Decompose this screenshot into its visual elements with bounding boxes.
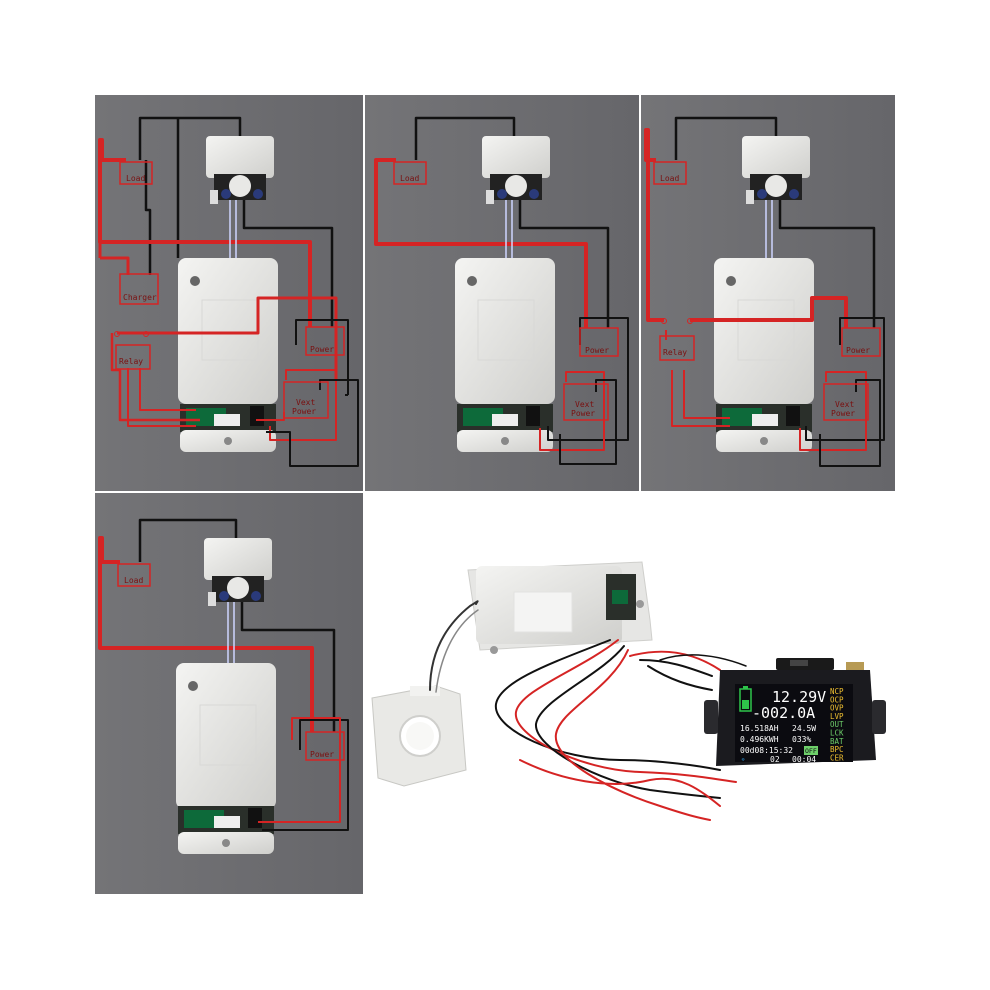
svg-text:Power: Power [571, 409, 595, 418]
wires [374, 116, 629, 465]
battery-icon [739, 686, 752, 712]
current-sensor [742, 136, 810, 204]
panel-2: Load Power Vext Power [365, 95, 639, 491]
svg-text:Power: Power [292, 407, 316, 416]
status-flag-lvp: LVP [830, 712, 844, 721]
panel-1: Load Charger Relay Power Vext Power [95, 95, 363, 491]
status-flag-cer: CER [830, 753, 844, 762]
wires [98, 518, 349, 831]
voltage-readout: 12.29V [772, 688, 826, 706]
off-badge [804, 746, 818, 755]
svg-text:Relay: Relay [119, 357, 143, 366]
svg-text:Load: Load [124, 576, 143, 585]
power-label: Power [841, 327, 881, 357]
svg-text:Power: Power [846, 346, 870, 355]
current-sensor [206, 136, 274, 204]
power-label: Power [305, 326, 345, 356]
current-sensor [482, 136, 550, 204]
relay-label: Relay [114, 331, 151, 370]
percent-readout: 033% [792, 735, 811, 744]
load-label: Load [393, 161, 427, 185]
wires [98, 116, 359, 467]
time-readout: 00d08:15:32 [740, 746, 793, 755]
status-flag-ncp: NCP [830, 687, 844, 696]
status-flag-out: OUT [830, 720, 844, 729]
control-box [455, 258, 555, 452]
dc-meter: 12.29V -002.0A 16.518AH 24.5W 0.496KWH 0… [704, 658, 886, 766]
control-box [178, 258, 278, 452]
control-box [176, 663, 276, 854]
load-label: Load [117, 563, 151, 587]
product-photo: 12.29V -002.0A 16.518AH 24.5W 0.496KWH 0… [365, 493, 895, 894]
vext-power-label: Vext Power [563, 383, 609, 421]
load-label: Load [119, 161, 153, 185]
current-sensor [371, 685, 467, 787]
counter-time-readout: 00:04 [792, 755, 816, 764]
svg-text:Power: Power [585, 346, 609, 355]
load-label: Load [653, 161, 687, 185]
status-flag-ocp: OCP [830, 695, 844, 704]
panel-4: Load Power [95, 493, 363, 894]
svg-text:Power: Power [310, 345, 334, 354]
status-flag-bpc: BPC [830, 745, 844, 754]
energy-readout: 0.496KWH [740, 735, 779, 744]
status-flag-lck: LCK [830, 729, 844, 738]
svg-text:Vext: Vext [575, 400, 594, 409]
svg-text:Load: Load [660, 174, 679, 183]
off-badge-label: OFF [805, 747, 817, 755]
current-readout: -002.0A [752, 704, 815, 722]
control-box [714, 258, 814, 452]
svg-text:Charger: Charger [123, 293, 157, 302]
charger-label: Charger [119, 273, 159, 305]
svg-text:Relay: Relay [663, 348, 687, 357]
svg-text:Vext: Vext [835, 400, 854, 409]
power-label: Power [579, 327, 619, 357]
svg-text:Load: Load [400, 174, 419, 183]
svg-text:Power: Power [831, 409, 855, 418]
power-readout: 24.5W [792, 724, 816, 733]
vext-power-label: Vext Power [283, 381, 329, 419]
relay-label: Relay [659, 318, 695, 361]
status-flag-ovp: OVP [830, 704, 844, 713]
vext-power-label: Vext Power [823, 383, 869, 421]
wifi-icon: ⌔ [741, 756, 745, 764]
status-flag-bat: BAT [830, 737, 844, 746]
wires [429, 600, 747, 821]
svg-text:Vext: Vext [296, 398, 315, 407]
current-sensor [204, 538, 272, 606]
counter-readout: 02 [770, 755, 780, 764]
svg-text:Load: Load [126, 174, 145, 183]
lcd-screen [735, 684, 853, 762]
power-label: Power [305, 731, 345, 761]
wires [644, 116, 885, 467]
capacity-readout: 16.518AH [740, 724, 779, 733]
control-box [467, 561, 653, 654]
svg-text:Power: Power [310, 750, 334, 759]
panel-3: Load Relay Power Vext Power [641, 95, 895, 491]
